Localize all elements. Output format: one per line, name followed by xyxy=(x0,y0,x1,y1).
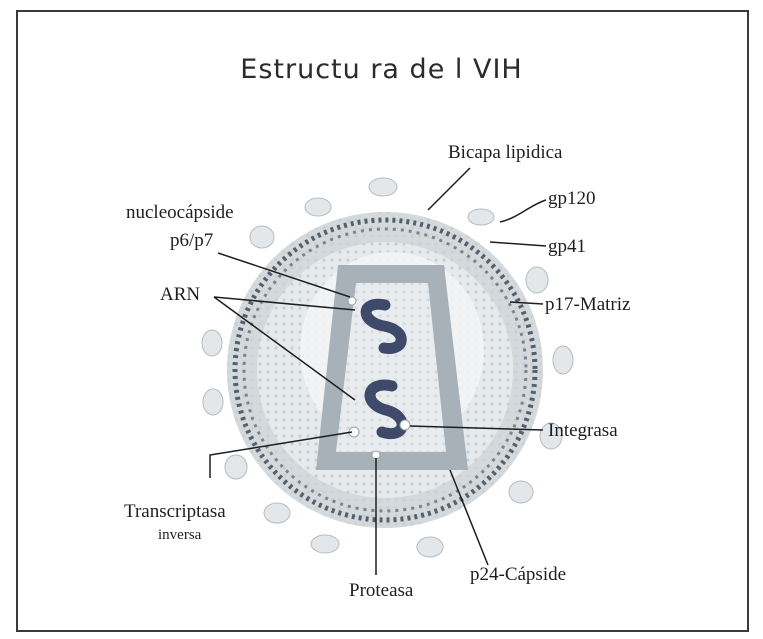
label-proteasa: Proteasa xyxy=(349,580,414,601)
label-inversa: inversa xyxy=(158,527,202,543)
label-nucleocapside: nucleocápside xyxy=(126,202,234,223)
label-integrasa: Integrasa xyxy=(548,420,618,441)
label-transcriptasa: Transcriptasa xyxy=(124,501,226,522)
label-gp41: gp41 xyxy=(548,236,586,257)
label-p6-p7: p6/p7 xyxy=(170,230,213,251)
label-arn: ARN xyxy=(160,284,200,305)
label-p17-matriz: p17-Matriz xyxy=(545,294,630,315)
label-bicapa-lipidica: Bicapa lipidica xyxy=(448,142,563,163)
nucleocapsid-protein xyxy=(348,297,356,305)
label-p24-capside: p24-Cápside xyxy=(470,564,566,585)
protease-enzyme xyxy=(372,451,380,459)
label-gp120: gp120 xyxy=(548,188,596,209)
integrase-enzyme xyxy=(400,420,410,430)
